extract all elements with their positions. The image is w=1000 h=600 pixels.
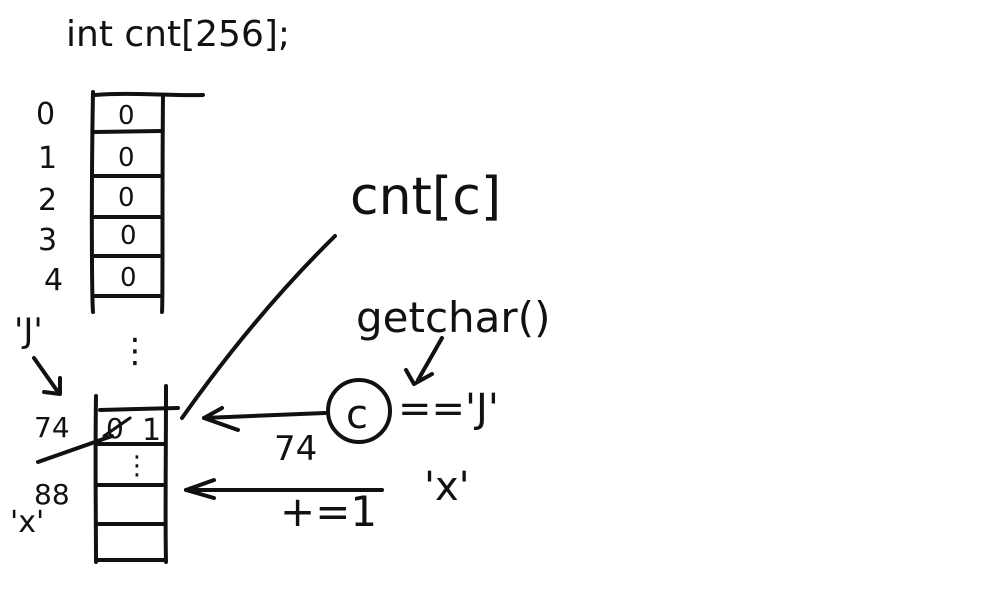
index-label-88: 88 bbox=[34, 478, 70, 511]
array-declaration: int cnt[256]; bbox=[66, 14, 290, 55]
value-74-label: 74 bbox=[274, 429, 317, 469]
arrow-x-to-88 bbox=[36, 434, 114, 464]
index-label: 2 bbox=[38, 183, 57, 218]
index-label: 1 bbox=[38, 141, 57, 176]
arrowhead bbox=[184, 478, 216, 500]
index-label: 4 bbox=[44, 263, 63, 298]
cnt-c-label: cnt[c] bbox=[350, 167, 501, 227]
arrowhead bbox=[404, 368, 434, 386]
array-ellipsis: ⋮ bbox=[118, 331, 152, 371]
variable-c-label: c bbox=[346, 392, 368, 438]
increment-label: +=1 bbox=[280, 487, 377, 536]
index-label-74: 74 bbox=[34, 411, 70, 444]
index-label: 3 bbox=[38, 223, 57, 258]
cell-divider bbox=[92, 129, 164, 134]
getchar-label: getchar() bbox=[356, 293, 550, 342]
arrow-c-to-cell-74 bbox=[202, 411, 327, 420]
arrow-getchar-to-c bbox=[416, 336, 444, 382]
cell-value: 0 bbox=[118, 143, 135, 173]
cell-value: 0 bbox=[118, 101, 135, 131]
cell-value: 0 bbox=[118, 183, 135, 213]
arrowhead bbox=[42, 376, 62, 396]
pointer-line bbox=[180, 234, 337, 420]
array-left-border-top bbox=[89, 90, 95, 314]
variable-c-circle bbox=[326, 378, 392, 444]
equals-j-label: =='J' bbox=[398, 386, 499, 432]
cell-divider bbox=[98, 406, 180, 412]
cell-new-value: 1 bbox=[142, 413, 161, 448]
arrowhead bbox=[202, 406, 240, 432]
cell-value: 0 bbox=[120, 263, 137, 293]
index-label: 0 bbox=[36, 97, 55, 132]
strikethrough bbox=[102, 416, 132, 438]
array-ellipsis: ⋮ bbox=[124, 451, 150, 481]
char-x-label: 'x' bbox=[10, 505, 44, 540]
char-j-label: 'J' bbox=[14, 311, 43, 351]
array-column bbox=[89, 90, 205, 564]
array-right-border-top bbox=[160, 94, 165, 314]
char-x-right-label: 'x' bbox=[424, 464, 470, 510]
array-top-line bbox=[93, 91, 205, 98]
arrow-j-to-74 bbox=[32, 356, 60, 394]
cell-value: 0 bbox=[120, 221, 137, 251]
